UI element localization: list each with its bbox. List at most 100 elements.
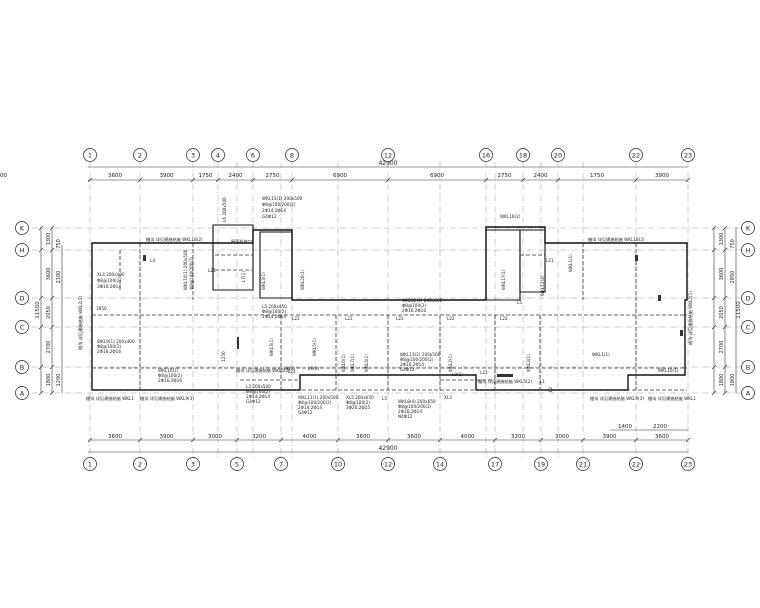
label-wkl10a-b: Φ8@100/200(2): [189, 256, 194, 290]
label-l21-c: L21: [546, 258, 554, 263]
axis-bottom-21: 21: [576, 457, 590, 471]
svg-text:A: A: [20, 389, 25, 397]
top-segment-dim: 3600: [108, 173, 122, 179]
svg-text:1: 1: [88, 151, 92, 159]
edge-note-top-right: 檐沟 详见建施结施 WKL18(2): [588, 236, 645, 243]
svg-text:19: 19: [537, 460, 545, 468]
left-sub-dim: 1200: [56, 374, 62, 387]
svg-text:8: 8: [290, 151, 294, 159]
label-l3-b: Φ8@100(2): [246, 389, 270, 394]
axis-top-3: 3: [186, 148, 200, 162]
axis-bottom-12: 12: [381, 457, 395, 471]
label-l5-mid2: L5: [382, 396, 387, 401]
label-wkl1: WKL1(1): [592, 352, 610, 357]
axis-top-20: 20: [551, 148, 565, 162]
label-l5-left-b: Φ8@100(2): [262, 309, 286, 314]
label-wkl10: WKL10(1): [658, 368, 679, 373]
label-wkl11-b: Φ8@100/200(2): [298, 400, 332, 405]
svg-text:2: 2: [138, 151, 142, 159]
label-xl4-c: 3Φ16;2Φ14: [97, 284, 121, 289]
top-segment-dim: 1750: [590, 173, 604, 179]
svg-text:20: 20: [554, 151, 562, 159]
label-wkl3-right: WKL3(1): [526, 354, 531, 372]
label-l1: L1: [540, 379, 545, 384]
right-sub-dim: 2850: [730, 271, 736, 284]
vertical-grid-lines: [89, 162, 689, 458]
axis-bottom-5: 5: [230, 457, 244, 471]
svg-text:H: H: [746, 246, 751, 254]
label-wkl11-d: G4Φ12: [298, 410, 313, 415]
left-segment-dim: 2050: [46, 306, 52, 319]
label-wkl20-core: WKL20(1): [300, 269, 305, 290]
label-wkl12b: WKL12(4): [540, 275, 545, 296]
axis-bottom-1: 1: [83, 457, 97, 471]
side-note-right: 檐沟 详见建施结施 WKL2(1): [687, 291, 694, 345]
axis-top-6: 6: [246, 148, 260, 162]
edge-note-top-left: 檐沟 详见建施结施 WKL18(2): [146, 236, 203, 243]
label-wkl9-c: 2Φ16;2Φ16: [97, 349, 121, 354]
svg-text:1: 1: [88, 460, 92, 468]
bottom-sub-dim-1: 1400: [618, 424, 632, 430]
axis-right-D: D: [741, 291, 755, 305]
label-l5-left: L5 200x450: [262, 304, 287, 309]
svg-text:16: 16: [482, 151, 490, 159]
top-segment-dim: 3600: [0, 173, 7, 179]
svg-text:14: 14: [436, 460, 444, 468]
axis-top-18: 18: [516, 148, 530, 162]
axis-top-16: 16: [479, 148, 493, 162]
label-xl4: XL4 200x400: [97, 272, 125, 277]
beam-annotations: WKL15(1) 200x500 Φ8@100/200(2) 2Φ14;2Φ14…: [77, 196, 696, 419]
right-segment-dim: 2050: [719, 306, 725, 319]
label-wkl10a: WKL10(1) 200x500: [183, 249, 188, 290]
axis-top-2: 2: [133, 148, 147, 162]
axis-left-H: H: [15, 243, 29, 257]
label-wkl10b-b: Φ8@100(2): [158, 373, 182, 378]
label-l22-c: L22: [345, 316, 353, 321]
label-wkl11: WKL11(1) 200x500: [298, 395, 339, 400]
axis-left-K: K: [15, 221, 29, 235]
axis-left-B: B: [15, 360, 29, 374]
label-wkl13: WKL13(2) 200x500: [400, 352, 441, 357]
label-wkl8-c: 2Φ16;2Φ14: [398, 409, 422, 414]
svg-text:10: 10: [334, 460, 342, 468]
label-l3-c: 2Φ14;2Φ14: [246, 394, 270, 399]
left-segment-dim: 1300: [46, 233, 52, 246]
label-xl5-b: Φ8@100(2): [346, 400, 370, 405]
label-l2: L2: [548, 387, 553, 392]
label-wkl12-c: 2Φ16;2Φ16: [402, 308, 426, 313]
axis-top-23: 23: [681, 148, 695, 162]
label-l21-b: L21: [480, 370, 488, 375]
right-overall-dim: 11500: [736, 301, 742, 319]
axis-top-4: 4: [211, 148, 225, 162]
bottom-segment-dim: 3600: [407, 434, 421, 440]
label-wkl17: WKL17(1): [501, 269, 506, 290]
label-wkl3-core: WKL3(1): [261, 272, 266, 290]
horizontal-grid-lines: [32, 227, 745, 394]
svg-text:2: 2: [138, 460, 142, 468]
label-xl5-c: 3Φ20;2Φ25: [346, 405, 370, 410]
label-wkl7: WKL7(1): [350, 354, 355, 372]
svg-text:12: 12: [384, 460, 392, 468]
label-l9-text: L9(1): [308, 366, 319, 371]
svg-text:7: 7: [279, 460, 283, 468]
axis-bottom-14: 14: [433, 457, 447, 471]
bottom-segment-dim: 3900: [603, 434, 617, 440]
bottom-segment-dim: 4000: [303, 434, 317, 440]
top-segment-dim: 3900: [655, 173, 669, 179]
label-wkl11-c: 2Φ14;2Φ14: [298, 405, 322, 410]
svg-text:A: A: [746, 389, 751, 397]
svg-text:B: B: [746, 363, 750, 371]
svg-text:22: 22: [632, 151, 640, 159]
axis-top-22: 22: [629, 148, 643, 162]
right-sub-dim: 1800: [730, 374, 736, 387]
label-wkl10b-c: 2Φ16;2Φ16: [158, 378, 182, 383]
bottom-segment-dim: 3200: [252, 434, 266, 440]
axis-bottom-2: 2: [133, 457, 147, 471]
label-l22-f: L22: [500, 316, 508, 321]
label-l5-left-c: 2Φ14;2Φ14: [262, 314, 286, 319]
